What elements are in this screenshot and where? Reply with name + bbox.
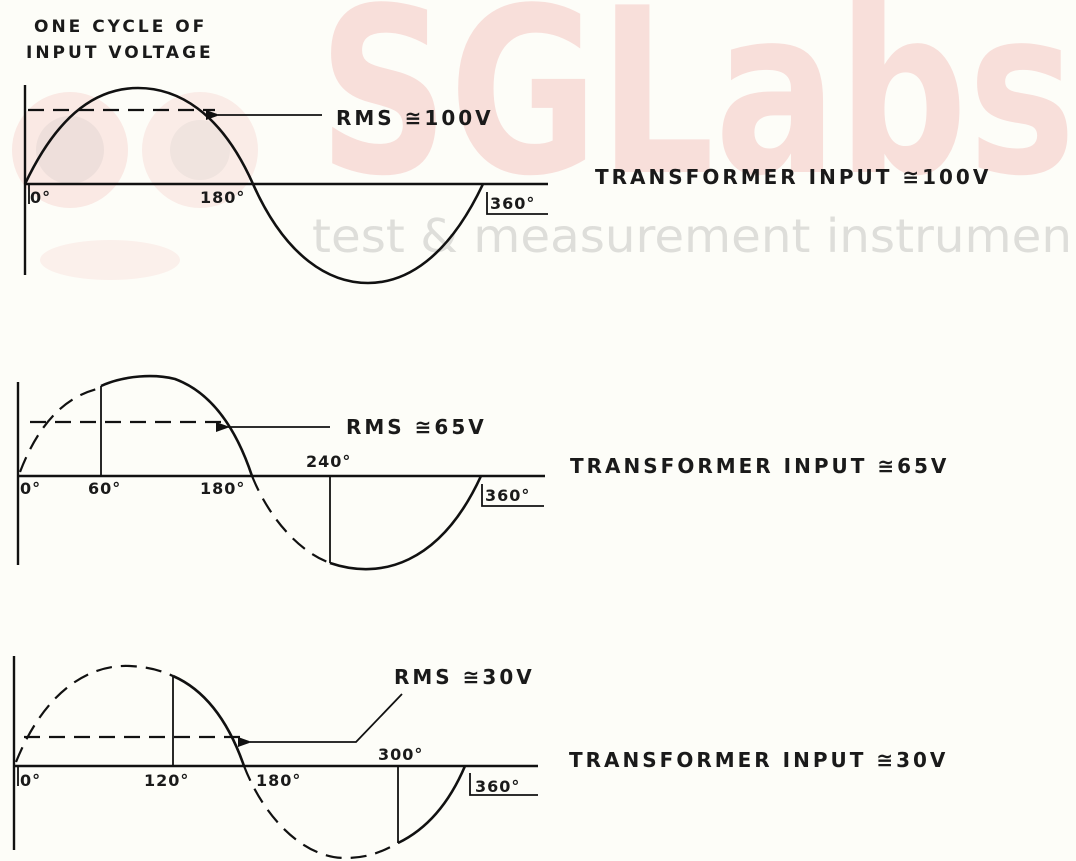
header-line-2: INPUT VOLTAGE	[26, 43, 214, 63]
angle-label: 360°	[485, 486, 530, 505]
panel-2: RMS ≅65V TRANSFORMER INPUT ≅65V 0° 60° 1…	[16, 374, 949, 571]
angle-label: 120°	[144, 771, 189, 790]
angle-label: 0°	[20, 771, 41, 790]
blocked-segment	[250, 475, 331, 565]
angle-label: 60°	[88, 479, 121, 498]
angle-label: 0°	[30, 188, 51, 207]
watermark-logo-icon	[12, 92, 258, 280]
conducted-wave-negative	[329, 475, 483, 571]
watermark: SGLabs test & measurement instrumen	[12, 0, 1076, 280]
transformer-input-label: TRANSFORMER INPUT ≅100V	[595, 165, 991, 189]
header-line-1: ONE CYCLE OF	[34, 17, 207, 37]
angle-label: 360°	[490, 194, 535, 213]
blocked-segment	[18, 386, 102, 473]
full-wave	[23, 86, 485, 285]
rms-label: RMS ≅65V	[346, 415, 487, 439]
conducted-wave-negative	[397, 765, 467, 845]
angle-label: 360°	[475, 777, 520, 796]
blocked-segment	[242, 765, 399, 860]
angle-label: 180°	[200, 479, 245, 498]
angle-label: 180°	[200, 188, 245, 207]
rms-label: RMS ≅100V	[336, 106, 494, 130]
angle-label: 0°	[20, 479, 41, 498]
watermark-logo: SGLabs	[318, 0, 1076, 227]
panel-1: RMS ≅100V TRANSFORMER INPUT ≅100V 0° 180…	[23, 85, 991, 285]
conducted-wave-positive	[172, 674, 246, 767]
angle-label: 300°	[378, 745, 423, 764]
conducted-wave-positive	[100, 374, 254, 477]
rms-label: RMS ≅30V	[394, 665, 535, 689]
angle-label: 240°	[306, 452, 351, 471]
transformer-input-label: TRANSFORMER INPUT ≅30V	[569, 748, 948, 772]
rms-leader-line	[238, 693, 403, 747]
transformer-input-label: TRANSFORMER INPUT ≅65V	[570, 454, 949, 478]
watermark-tagline: test & measurement instrumen	[312, 209, 1072, 263]
panel-3: RMS ≅30V TRANSFORMER INPUT ≅30V 0° 120° …	[12, 656, 948, 860]
blocked-segment	[14, 664, 174, 763]
angle-label: 180°	[256, 771, 301, 790]
